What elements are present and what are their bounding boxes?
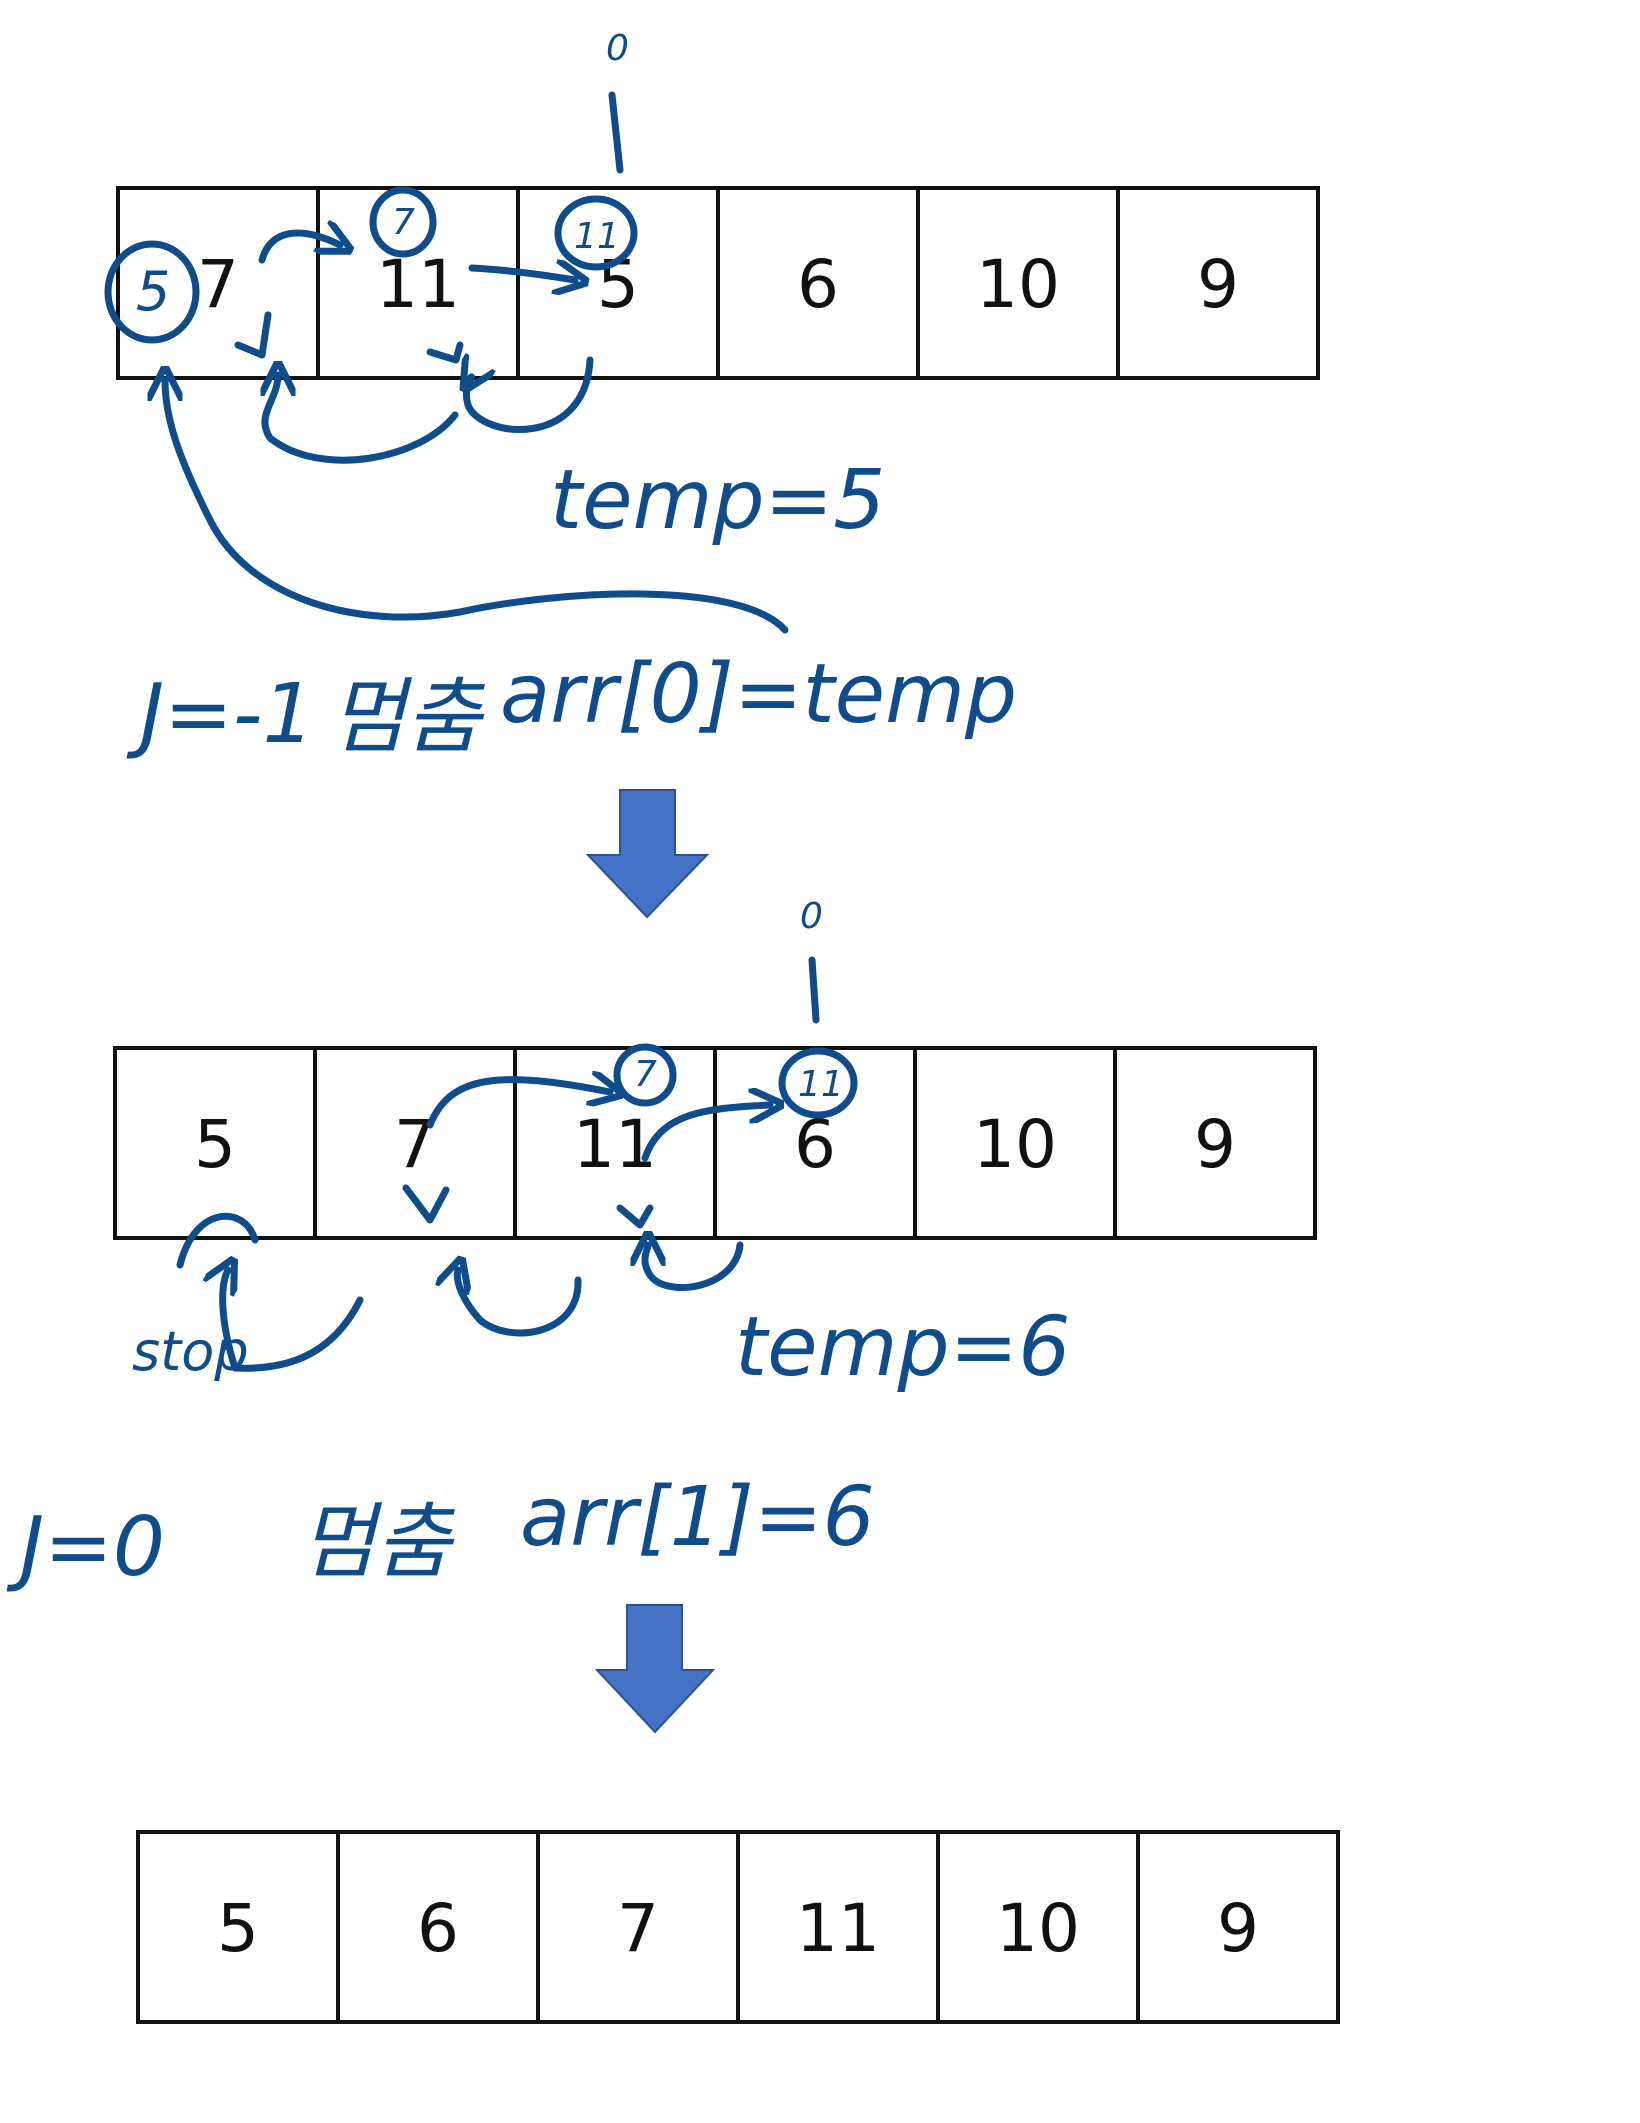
array-cell-value: 5 bbox=[217, 1890, 259, 1967]
array-cell-box bbox=[1113, 1046, 1317, 1240]
array-cell-value: 11 bbox=[376, 246, 460, 323]
circled-value-11b: 11 bbox=[798, 1064, 844, 1105]
check-mark-7b bbox=[402, 1184, 450, 1224]
array-cell-box bbox=[113, 1046, 317, 1240]
array-cell-box bbox=[713, 1046, 917, 1240]
check-mark-7 bbox=[234, 311, 272, 359]
array-cell-box bbox=[1116, 186, 1320, 380]
temp-note-1: temp=5 bbox=[550, 453, 885, 548]
array-cell-value: 7 bbox=[197, 246, 239, 323]
array-cell-box bbox=[316, 186, 520, 380]
condition-note-2: J=0 bbox=[6, 1500, 165, 1595]
array-cell-box bbox=[116, 186, 320, 380]
array-cell-value: 9 bbox=[1197, 246, 1239, 323]
circled-value-7b: 7 bbox=[634, 1054, 657, 1095]
shift-arrow-11b bbox=[641, 1105, 770, 1162]
step2-annotations: 0 7 11 stop temp=6 J=0 멈춤 arr[1]=6 bbox=[6, 896, 1070, 1595]
shift-arrow-7b bbox=[426, 1080, 610, 1129]
array-cell-value: 6 bbox=[417, 1890, 459, 1967]
array-cell-value: 6 bbox=[794, 1106, 836, 1183]
array-cell-value: 9 bbox=[1217, 1890, 1259, 1967]
circle-mark-5 bbox=[104, 240, 200, 344]
circled-value-7: 7 bbox=[392, 202, 415, 243]
circled-value-5: 5 bbox=[136, 260, 170, 323]
check-mark-11 bbox=[426, 341, 464, 364]
array-cell-value: 10 bbox=[996, 1890, 1080, 1967]
array-cell-value: 7 bbox=[617, 1890, 659, 1967]
array-cell-box bbox=[136, 1830, 340, 2024]
array-cell-value: 10 bbox=[976, 246, 1060, 323]
array-cell-box bbox=[1136, 1830, 1340, 2024]
circled-value-11: 11 bbox=[574, 216, 620, 257]
array-cell-box bbox=[516, 186, 720, 380]
step1-annotations: 0 5 7 11 temp=5 J=-1 멈춤 arr[0]=temp bbox=[104, 28, 1017, 765]
check-mark-11b bbox=[616, 1204, 654, 1229]
condition-note-1: J=-1 bbox=[126, 667, 315, 762]
array-cell-box bbox=[736, 1830, 940, 2024]
stop-note-2: 멈춤 bbox=[300, 1495, 455, 1590]
array-row-3: 5 6 7 11 10 9 bbox=[136, 1830, 1340, 2024]
array-cell-value: 6 bbox=[797, 246, 839, 323]
compare-loop-4 bbox=[645, 1245, 744, 1291]
array-cell-value: 11 bbox=[796, 1890, 880, 1967]
index-tick-2 bbox=[808, 956, 820, 1024]
index-tick-1 bbox=[608, 91, 624, 174]
assign-note-1: arr[0]=temp bbox=[500, 647, 1017, 742]
array-cell-value: 10 bbox=[973, 1106, 1057, 1183]
circle-mark-11 bbox=[554, 195, 638, 271]
temp-note-2: temp=6 bbox=[735, 1300, 1070, 1395]
array-cell-value: 9 bbox=[1194, 1106, 1236, 1183]
stop-hook bbox=[176, 1212, 259, 1269]
compare-loop-2 bbox=[466, 360, 594, 433]
array-cell-box bbox=[716, 186, 920, 380]
array-cell-value: 11 bbox=[573, 1106, 657, 1183]
compare-loop-1 bbox=[265, 375, 459, 464]
compare-loop-3 bbox=[457, 1270, 582, 1337]
array-cell-box bbox=[913, 1046, 1117, 1240]
index-mark-1: 0 bbox=[606, 28, 629, 69]
assign-note-2: arr[1]=6 bbox=[520, 1470, 875, 1565]
down-arrow-1 bbox=[585, 789, 710, 919]
index-mark-2: 0 bbox=[800, 896, 823, 937]
stop-loop bbox=[223, 1270, 364, 1372]
array-cell-box bbox=[916, 186, 1120, 380]
circle-mark-11b bbox=[778, 1047, 858, 1119]
shift-arrow-7 bbox=[258, 233, 340, 264]
array-cell-value: 5 bbox=[194, 1106, 236, 1183]
circle-mark-7 bbox=[369, 186, 437, 258]
stop-note-1: 멈춤 bbox=[330, 670, 485, 765]
down-arrow-2 bbox=[594, 1604, 716, 1734]
stop-word: stop bbox=[132, 1320, 249, 1383]
shift-arrow-11 bbox=[468, 268, 575, 280]
insert-arrow-1 bbox=[165, 380, 789, 634]
